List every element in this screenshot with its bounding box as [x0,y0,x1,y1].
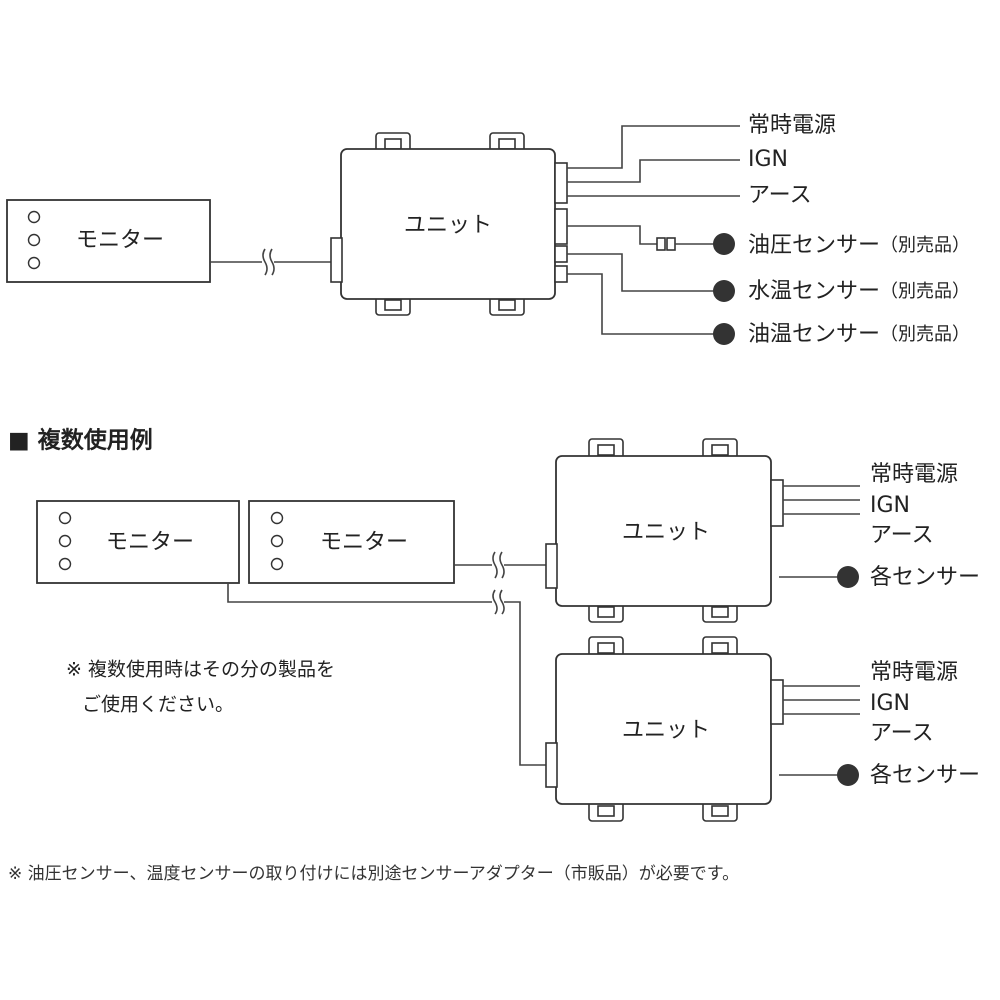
monitor-indicator-light [58,511,72,525]
monitor: モニター [36,500,240,584]
oil-temp-sensor-label: 油温センサー（別売品） [748,322,970,347]
mounting-tab-hole [711,642,729,654]
monitor-port [545,742,558,788]
monitor-port [330,237,343,283]
ignition-label: IGN [748,147,788,172]
ignition-label: IGN [870,691,910,716]
sensor-note: （別売品） [880,324,970,345]
mounting-tab-hole [498,299,516,311]
water-temp-sensor-icon [713,280,735,302]
monitor: モニター [6,199,211,283]
sensor-name: 油圧センサー [748,233,880,258]
multi-usage-note-line: ※ 複数使用時はその分の製品を [66,659,335,681]
sensor-note: （別売品） [880,281,970,302]
pressure-sensor-coupler [666,237,676,251]
power-connector [554,162,568,204]
water-temp-sensor-label: 水温センサー（別売品） [748,279,970,304]
multi-usage-diagram: ■ 複数使用例 モニター モニター [8,427,980,822]
unit-wires [779,685,860,776]
sensor-name: 油温センサー [748,322,880,347]
oil-pressure-sensor-label: 油圧センサー（別売品） [748,233,970,258]
sensor-name: 水温センサー [748,279,880,304]
unit-wires [779,485,860,578]
monitor-unit-cables [227,550,546,766]
unit-box [555,455,772,607]
unit: ユニット [330,132,568,316]
sensor-icon [837,566,859,588]
monitor-indicator-light [27,210,41,224]
sensor-connector [554,208,568,245]
sensor-connector [554,245,568,263]
pressure-sensor-coupler [656,237,666,251]
monitor-port [545,543,558,589]
unit-label: ユニット [622,718,710,743]
mounting-tab-hole [597,805,615,817]
mounting-tab-hole [711,606,729,618]
multi-usage-note-line: ご使用ください。 [82,694,234,716]
monitor-indicator-light [58,557,72,571]
sensor-note: （別売品） [880,235,970,256]
unit: ユニット [545,636,784,822]
power-connector [770,679,784,725]
monitor-indicator-light [27,233,41,247]
top-wiring-diagram: モニター ユニット [6,113,970,347]
monitor-label: モニター [106,530,194,555]
monitor-indicator-light [27,256,41,270]
mounting-tab-hole [498,138,516,150]
unit-label: ユニット [622,520,710,545]
ignition-label: IGN [870,493,910,518]
ground-label: アース [748,183,812,208]
mounting-tab-hole [384,299,402,311]
unit-box [555,653,772,805]
monitor-unit-cable [210,248,331,276]
monitor-indicator-light [270,534,284,548]
sensors-label: 各センサー [870,565,980,590]
mounting-tab-hole [711,444,729,456]
ground-label: アース [870,721,934,746]
monitor-box [6,199,211,283]
monitor: モニター [248,500,455,584]
mounting-tab-hole [711,805,729,817]
ground-label: アース [870,523,934,548]
constant-power-label: 常時電源 [870,660,958,685]
mounting-tab-hole [597,606,615,618]
multi-usage-heading: ■ 複数使用例 [8,427,153,454]
oil-pressure-sensor-icon [713,233,735,255]
sensor-wires [567,225,718,335]
power-connector [770,479,784,527]
monitor-box [248,500,455,584]
sensors-label: 各センサー [870,763,980,788]
unit-label: ユニット [404,213,492,238]
mounting-tab-hole [597,444,615,456]
constant-power-label: 常時電源 [748,113,836,138]
monitor-indicator-light [270,557,284,571]
sensor-connector [554,265,568,283]
mounting-tab-hole [597,642,615,654]
constant-power-label: 常時電源 [870,462,958,487]
monitor-indicator-light [58,534,72,548]
monitor-label: モニター [320,530,408,555]
monitor-label: モニター [76,228,164,253]
power-wires [567,125,740,197]
footnote: ※ 油圧センサー、温度センサーの取り付けには別途センサーアダプター（市販品）が必… [8,864,739,884]
sensor-icon [837,764,859,786]
unit: ユニット [545,438,784,623]
monitor-indicator-light [270,511,284,525]
mounting-tab-hole [384,138,402,150]
oil-temp-sensor-icon [713,323,735,345]
